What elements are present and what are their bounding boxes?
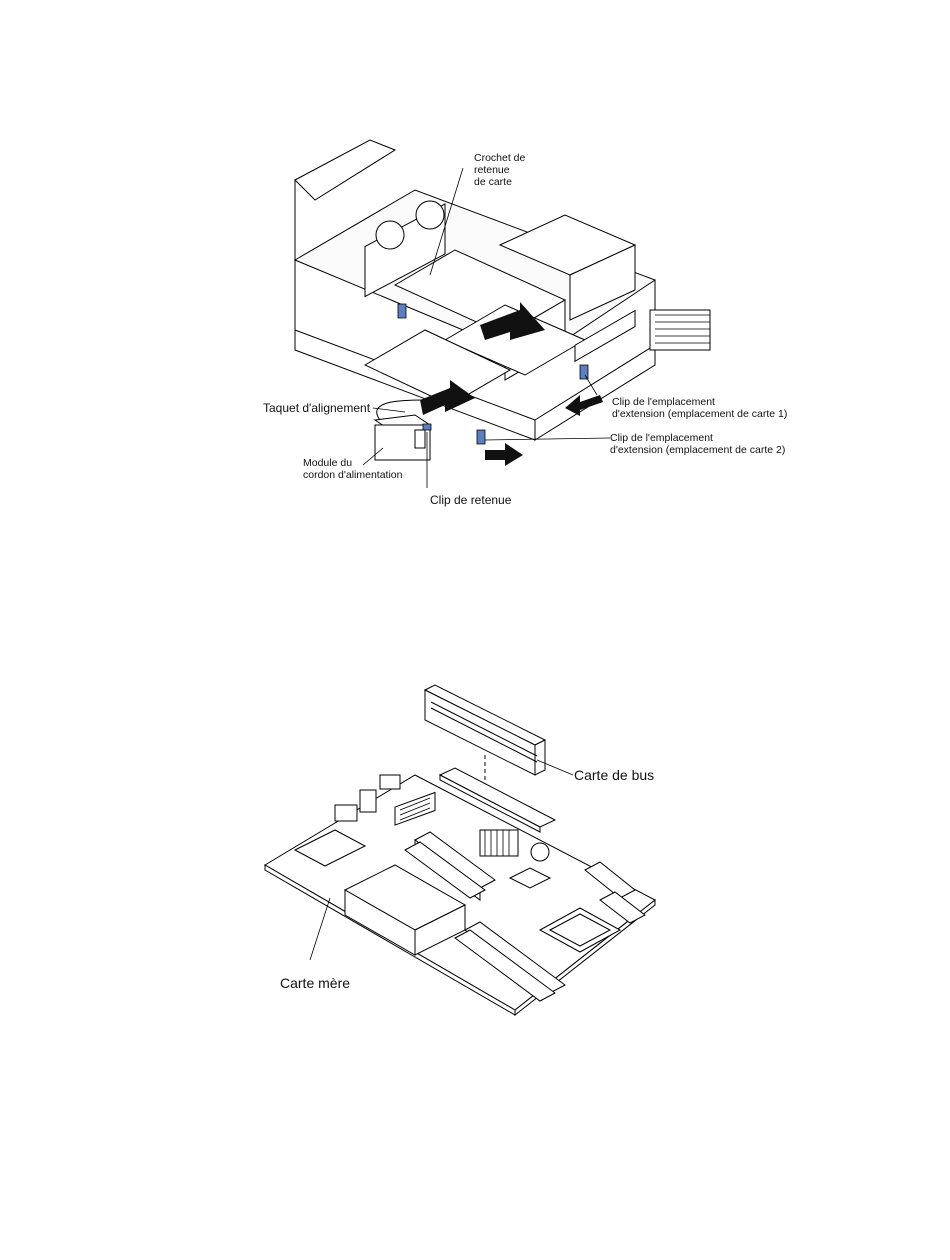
chassis-left-wall [295,140,395,200]
alignment-tab-label: Taquet d'alignement [263,401,370,415]
riser-clip [398,304,406,318]
card-retention-hook-label: Crochet de retenue de carte [474,152,525,188]
slot-clip-1 [580,365,588,379]
rear-connector [335,805,357,821]
fan-icon [376,221,404,249]
power-cord-module-label: Module du cordon d'alimentation [303,457,402,481]
retention-clip-label: Clip de retenue [430,493,511,507]
arrow-icon [485,443,523,466]
system-board-label: Carte mère [280,975,350,992]
system-board-drawing [255,680,675,1025]
riser-card-label: Carte de bus [574,767,654,784]
slot-clip-2-label: Clip de l'emplacement d'extension (empla… [610,432,785,456]
system-board-illustration [255,680,675,1025]
slot-clip-1-label: Clip de l'emplacement d'extension (empla… [612,396,787,420]
slot-clip-2 [477,430,485,444]
chassis-right-wall [535,345,655,440]
retention-clip [423,424,431,430]
